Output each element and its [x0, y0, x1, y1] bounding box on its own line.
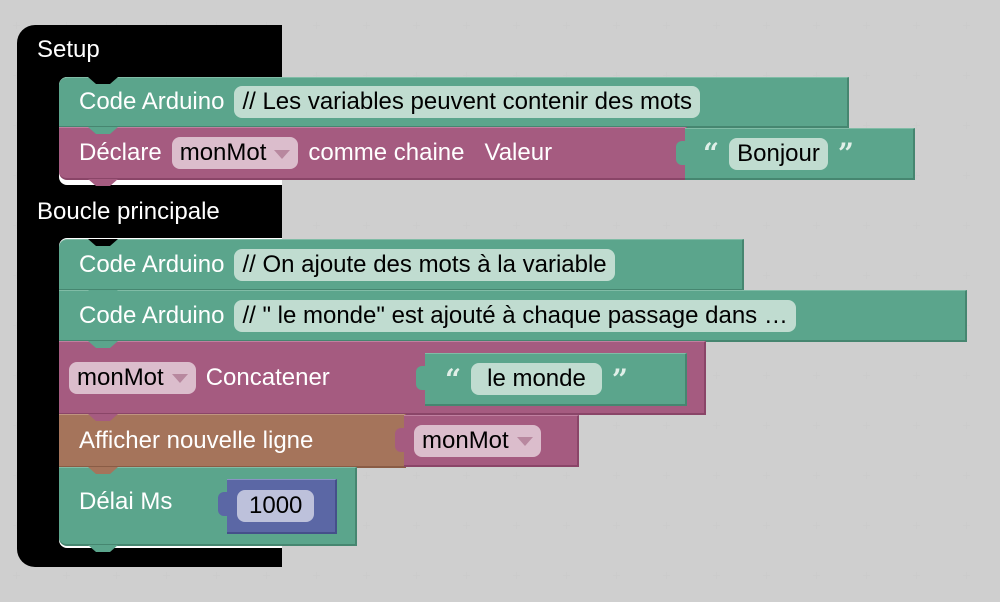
println-label: Afficher nouvelle ligne [79, 426, 314, 454]
connector-notch-icon [88, 545, 118, 553]
text-value-block[interactable]: “ Bonjour ” [676, 128, 915, 180]
number-block[interactable]: 1000 [218, 479, 337, 534]
variable-dropdown[interactable]: monMot [171, 137, 299, 169]
connector-notch-icon [88, 239, 118, 247]
comment-field[interactable]: // Les variables peuvent contenir des mo… [234, 86, 701, 118]
variable-dropdown[interactable]: monMot [414, 424, 541, 457]
open-quote-icon: “ [445, 362, 462, 396]
variable-name: monMot [77, 363, 164, 391]
connector-notch-icon [88, 77, 118, 85]
connector-notch-icon [88, 467, 118, 475]
text-field[interactable]: le monde [471, 363, 602, 395]
close-quote-icon: ” [837, 137, 854, 170]
value-label: Valeur [484, 139, 553, 166]
input-connector-icon [676, 141, 686, 165]
code-arduino-label: Code Arduino [79, 250, 225, 278]
connector-notch-icon [88, 341, 118, 349]
declare-label: Déclare [79, 139, 162, 166]
connector-notch-icon [88, 179, 118, 187]
delay-label: Délai Ms [79, 488, 173, 515]
chevron-down-icon [171, 374, 188, 383]
number-field[interactable]: 1000 [237, 490, 315, 522]
concatenate-block[interactable]: monMot Concatener [59, 341, 706, 415]
connector-notch-icon [88, 127, 118, 135]
type-label: comme chaine [308, 139, 465, 166]
text-value-block[interactable]: “ le monde ” [416, 353, 687, 406]
variable-dropdown[interactable]: monMot [69, 361, 196, 394]
variable-name: monMot [422, 426, 509, 454]
connector-notch-icon [88, 414, 118, 422]
code-arduino-block[interactable]: Code Arduino // " le monde" est ajouté à… [59, 290, 967, 342]
code-arduino-block[interactable]: Code Arduino // On ajoute des mots à la … [59, 239, 744, 291]
close-quote-icon: ” [611, 362, 628, 396]
variable-getter-block[interactable]: monMot [395, 415, 579, 467]
loop-label: Boucle principale [37, 198, 220, 225]
code-arduino-label: Code Arduino [79, 301, 225, 329]
code-arduino-block[interactable]: Code Arduino // Les variables peuvent co… [59, 77, 849, 128]
comment-field[interactable]: // " le monde" est ajouté à chaque passa… [234, 299, 796, 332]
input-connector-icon [218, 492, 228, 516]
connector-notch-icon [88, 290, 118, 298]
comment-field[interactable]: // On ajoute des mots à la variable [234, 248, 615, 281]
input-connector-icon [416, 366, 426, 390]
open-quote-icon: “ [703, 137, 720, 170]
chevron-down-icon [516, 437, 533, 446]
text-field[interactable]: Bonjour [729, 137, 828, 170]
setup-label: Setup [37, 36, 100, 63]
serial-println-block[interactable]: Afficher nouvelle ligne [59, 414, 406, 468]
input-connector-icon [395, 428, 405, 452]
chevron-down-icon [274, 149, 291, 159]
variable-name: monMot [179, 139, 267, 166]
declare-variable-block[interactable]: Déclare monMot comme chaine Valeur [59, 127, 687, 180]
concatenate-label: Concatener [205, 363, 330, 391]
code-arduino-label: Code Arduino [79, 88, 225, 115]
